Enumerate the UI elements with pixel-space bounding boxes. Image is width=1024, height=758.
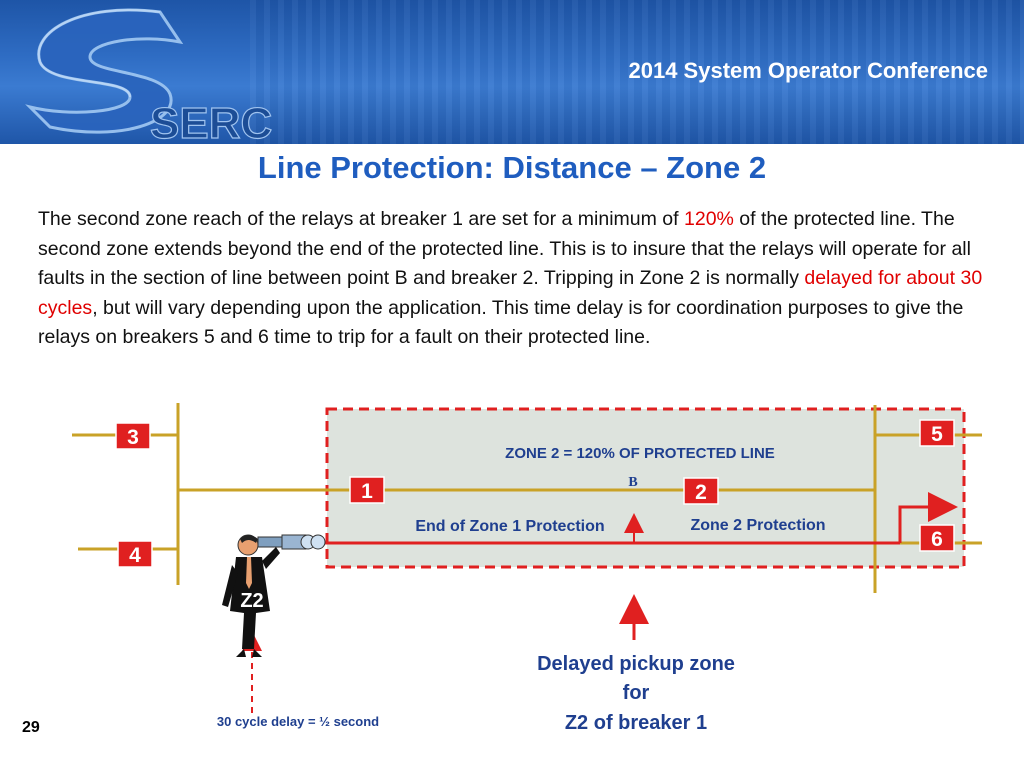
breaker-2: 2 — [683, 477, 719, 505]
body-highlight-delay: delayed for about 30 cycles — [38, 267, 983, 319]
svg-text:1: 1 — [361, 480, 373, 503]
delay-note: 30 cycle delay = ½ second — [217, 714, 379, 729]
binoculars-icon — [257, 534, 326, 550]
binocular-man-figure — [222, 534, 326, 657]
svg-text:SERC: SERC — [150, 99, 272, 144]
body-text-part1: The second zone reach of the relays at b… — [38, 208, 684, 230]
end-zone1-label: End of Zone 1 Protection — [415, 518, 604, 535]
body-highlight-120: 120% — [684, 208, 734, 230]
delayed-pickup-line1: Delayed pickup zone — [537, 653, 735, 675]
zone2-diagram: 3 4 1 2 5 6 ZONE 2 = 120% OF PROTECTED L… — [72, 403, 982, 734]
page-number: 29 — [22, 719, 40, 736]
zone2-label: ZONE 2 = 120% OF PROTECTED LINE — [505, 445, 775, 462]
breaker-5: 5 — [919, 419, 955, 447]
header-background — [250, 0, 1024, 144]
breaker-1: 1 — [349, 476, 385, 504]
svg-text:4: 4 — [129, 544, 141, 567]
svg-text:2: 2 — [695, 481, 707, 504]
breaker-6: 6 — [919, 524, 955, 552]
zone2-region — [325, 407, 966, 569]
z2-figure-label: Z2 — [240, 590, 263, 612]
zone2-protection-label: Zone 2 Protection — [690, 517, 825, 534]
body-text-part3: , but will vary depending upon the appli… — [38, 296, 964, 349]
body-paragraph: The second zone reach of the relays at b… — [38, 205, 998, 353]
svg-text:5: 5 — [931, 423, 943, 446]
svg-text:3: 3 — [127, 426, 139, 449]
breaker-3: 3 — [115, 422, 151, 450]
conference-title: 2014 System Operator Conference — [628, 58, 989, 83]
point-b-label: B — [628, 475, 637, 490]
serc-logo: SERC — [25, 8, 273, 144]
delayed-pickup-line3: Z2 of breaker 1 — [565, 712, 707, 734]
zone2-reach-arrow — [898, 492, 958, 543]
breaker-4: 4 — [117, 540, 153, 568]
header-banner: SERC 2014 System Operator Conference — [0, 0, 1024, 144]
slide-title: Line Protection: Distance – Zone 2 — [257, 150, 767, 185]
body-text-part2: of the protected line. The second zone e… — [38, 208, 971, 289]
delayed-pickup-line2: for — [623, 682, 650, 704]
svg-text:6: 6 — [931, 528, 943, 551]
